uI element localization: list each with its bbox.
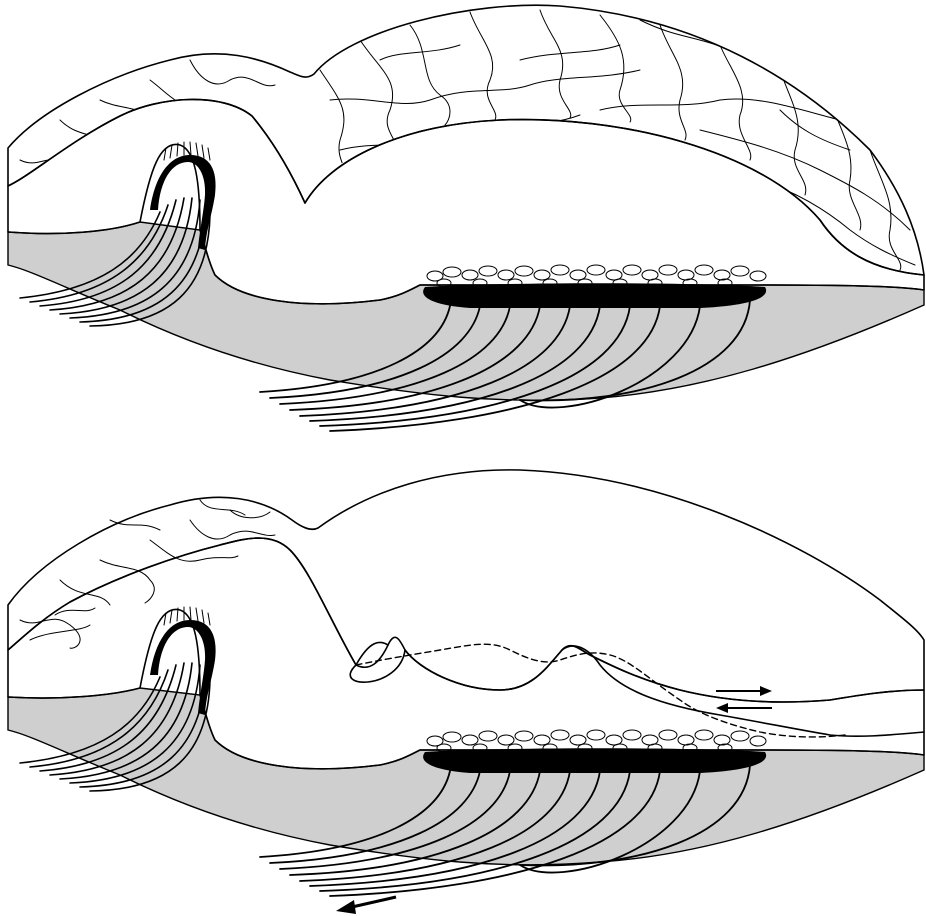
- bottom-panel: [8, 470, 924, 914]
- bottom-displaced-membrane: [356, 644, 845, 737]
- bottom-cap-network: [20, 500, 275, 648]
- left-arrow-icon: [716, 703, 772, 713]
- down-left-arrow-icon: [336, 897, 396, 914]
- right-arrow-icon: [716, 686, 772, 696]
- bottom-deflected-membrane: [356, 642, 924, 736]
- top-panel: [8, 5, 924, 431]
- bottom-cap-outline: [8, 470, 924, 702]
